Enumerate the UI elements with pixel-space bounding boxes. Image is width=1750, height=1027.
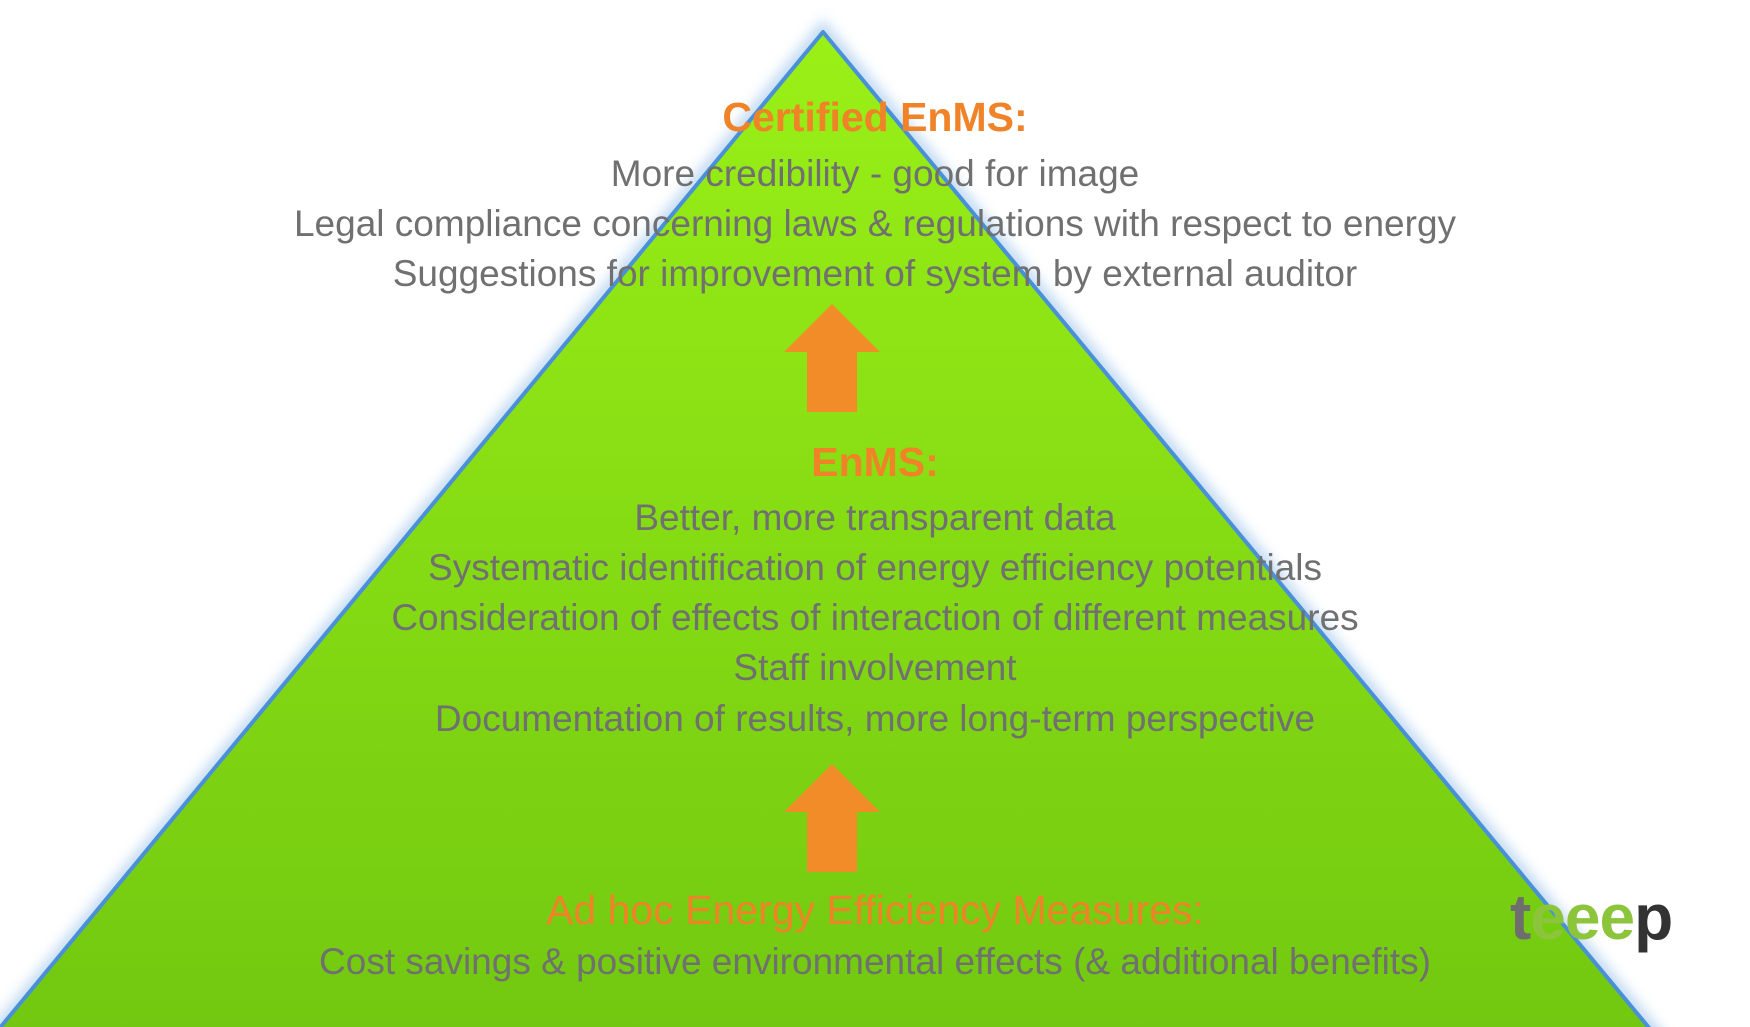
tier-line: Suggestions for improvement of system by… bbox=[392, 253, 1358, 294]
tier-heading-ad-hoc-measures: Ad hoc Energy Efficiency Measures: bbox=[546, 887, 1204, 933]
arrow-up-icon bbox=[784, 304, 880, 412]
logo-letter-p: p bbox=[1634, 881, 1673, 953]
tier-heading-enms: EnMS: bbox=[811, 439, 939, 485]
tier-line: Documentation of results, more long-term… bbox=[434, 698, 1316, 739]
tier-line: Staff involvement bbox=[733, 647, 1017, 688]
logo-letter-t: t bbox=[1510, 881, 1531, 953]
pyramid-body bbox=[0, 30, 1651, 1027]
tier-line: Better, more transparent data bbox=[634, 497, 1116, 538]
arrow-up-icon bbox=[784, 764, 880, 872]
tier-line: More credibility - good for image bbox=[610, 153, 1140, 194]
tier-heading-certified-enms: Certified EnMS: bbox=[722, 94, 1028, 140]
tier-line: Systematic identification of energy effi… bbox=[428, 547, 1322, 588]
tier-line: Consideration of effects of interaction … bbox=[391, 597, 1359, 638]
tier-line: Cost savings & positive environmental ef… bbox=[319, 941, 1431, 982]
teeep-logo: teeep bbox=[1510, 881, 1673, 953]
logo-letters-e: eee bbox=[1530, 881, 1635, 953]
tier-line: Legal compliance concerning laws & regul… bbox=[293, 203, 1457, 244]
